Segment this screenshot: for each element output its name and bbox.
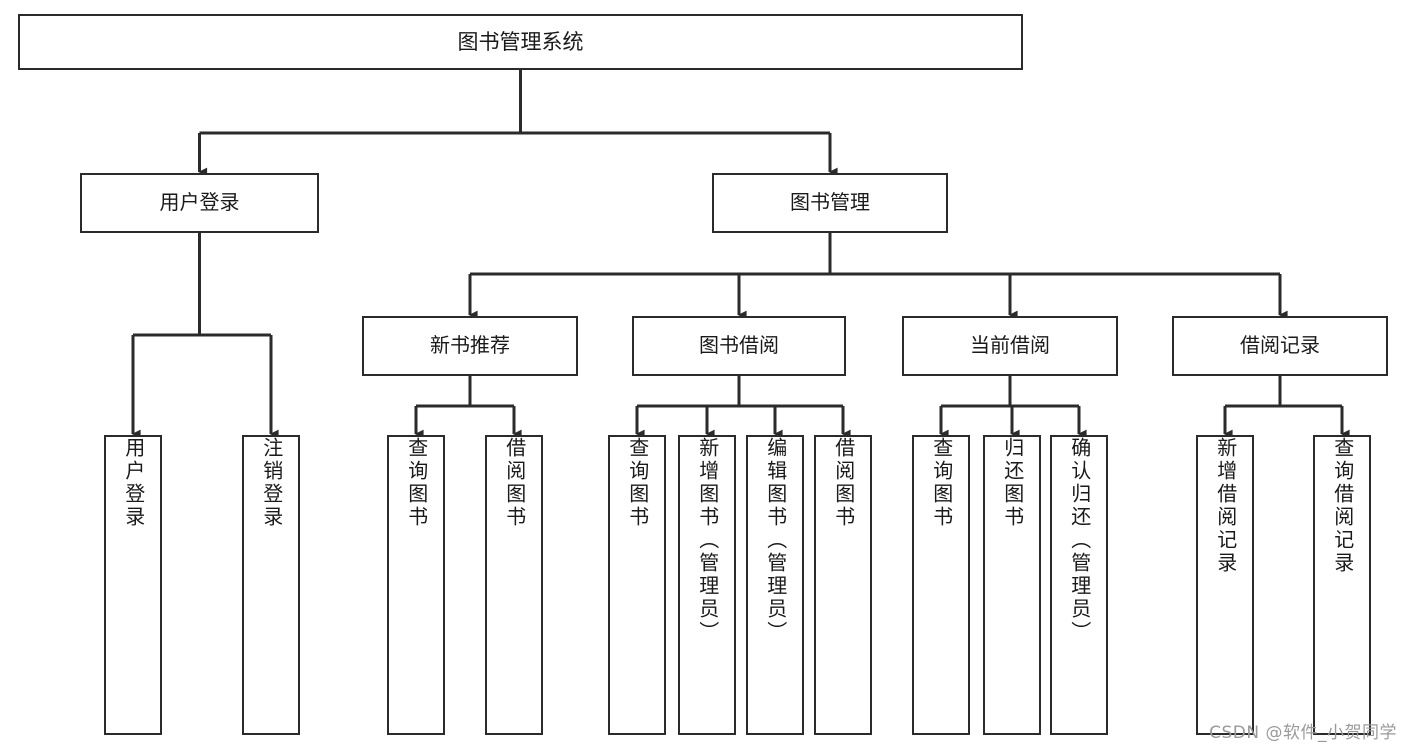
node-leaf-confirm-return[interactable]: 确认归还（管理员） <box>1050 435 1108 735</box>
node-label-leaf-user-login: 用户登录 <box>121 437 146 529</box>
node-current-borrow[interactable]: 当前借阅 <box>902 316 1118 376</box>
node-leaf-query-book-1[interactable]: 查询图书 <box>387 435 445 735</box>
node-leaf-borrow-book-2[interactable]: 借阅图书 <box>814 435 872 735</box>
node-label-leaf-borrow-book-2: 借阅图书 <box>831 437 856 529</box>
node-leaf-query-book-2[interactable]: 查询图书 <box>608 435 666 735</box>
node-leaf-query-record[interactable]: 查询借阅记录 <box>1313 435 1371 735</box>
node-leaf-logout[interactable]: 注销登录 <box>242 435 300 735</box>
node-leaf-query-book-3[interactable]: 查询图书 <box>912 435 970 735</box>
node-label-root: 图书管理系统 <box>457 29 584 54</box>
node-book-manage[interactable]: 图书管理 <box>712 173 948 233</box>
node-label-book-borrow: 图书借阅 <box>699 333 779 358</box>
node-label-leaf-confirm-return: 确认归还（管理员） <box>1067 437 1092 644</box>
node-label-leaf-add-record: 新增借阅记录 <box>1213 437 1238 575</box>
edge-group <box>131 70 1350 439</box>
node-leaf-add-record[interactable]: 新增借阅记录 <box>1196 435 1254 735</box>
node-label-borrow-record: 借阅记录 <box>1240 333 1320 358</box>
node-label-current-borrow: 当前借阅 <box>970 333 1050 358</box>
node-label-book-manage: 图书管理 <box>790 190 870 215</box>
node-label-leaf-query-book-2: 查询图书 <box>625 437 650 529</box>
node-label-leaf-edit-book: 编辑图书（管理员） <box>763 437 788 644</box>
node-new-book-rec[interactable]: 新书推荐 <box>362 316 578 376</box>
node-label-leaf-logout: 注销登录 <box>259 437 284 529</box>
node-label-leaf-add-book: 新增图书（管理员） <box>695 437 720 644</box>
node-root[interactable]: 图书管理系统 <box>18 14 1023 70</box>
node-label-leaf-query-record: 查询借阅记录 <box>1330 437 1355 575</box>
node-label-new-book-rec: 新书推荐 <box>430 333 510 358</box>
node-label-user-login: 用户登录 <box>159 190 240 215</box>
node-leaf-return-book[interactable]: 归还图书 <box>983 435 1041 735</box>
node-label-leaf-borrow-book-1: 借阅图书 <box>502 437 527 529</box>
node-leaf-borrow-book-1[interactable]: 借阅图书 <box>485 435 543 735</box>
node-leaf-user-login[interactable]: 用户登录 <box>104 435 162 735</box>
node-label-leaf-query-book-3: 查询图书 <box>929 437 954 529</box>
node-book-borrow[interactable]: 图书借阅 <box>632 316 846 376</box>
node-label-leaf-query-book-1: 查询图书 <box>404 437 429 529</box>
node-leaf-edit-book[interactable]: 编辑图书（管理员） <box>746 435 804 735</box>
node-user-login[interactable]: 用户登录 <box>80 173 319 233</box>
node-borrow-record[interactable]: 借阅记录 <box>1172 316 1388 376</box>
node-label-leaf-return-book: 归还图书 <box>1000 437 1025 529</box>
node-leaf-add-book[interactable]: 新增图书（管理员） <box>678 435 736 735</box>
